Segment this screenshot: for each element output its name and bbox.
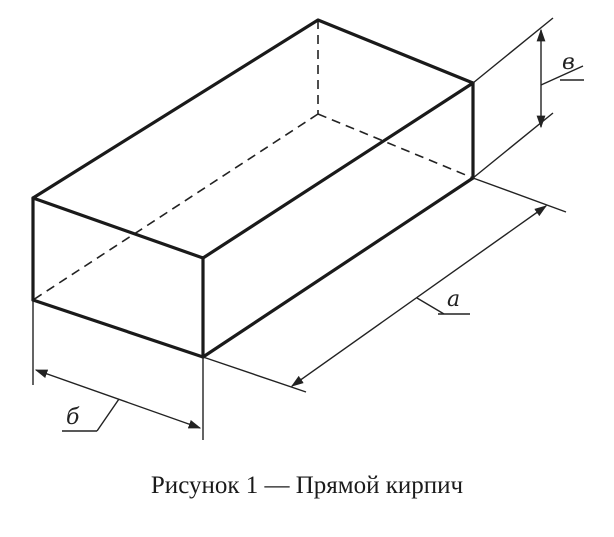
height-dimension: в — [472, 17, 584, 179]
edge-bottom-front — [31, 298, 205, 359]
width-dimension-line — [34, 369, 202, 429]
height-leader — [540, 65, 584, 86]
length-dimension: a — [202, 177, 567, 393]
length-extension-front — [202, 356, 307, 393]
length-leader — [416, 297, 445, 315]
hidden-edges — [32, 20, 474, 301]
width-label: б — [66, 405, 80, 430]
height-label: в — [562, 50, 575, 75]
hidden-edge-back-bottom — [317, 113, 474, 179]
length-label: a — [447, 287, 460, 312]
figure-caption: Рисунок 1 — Прямой кирпич — [150, 472, 464, 499]
edge-bottom-right — [201, 176, 475, 359]
length-extension-back — [472, 177, 567, 213]
length-dimension-line — [290, 205, 548, 387]
width-leader — [96, 398, 120, 432]
width-dimension: б — [32, 300, 204, 440]
hidden-edge-bottom-left — [32, 113, 319, 301]
visible-edges — [31, 18, 475, 359]
